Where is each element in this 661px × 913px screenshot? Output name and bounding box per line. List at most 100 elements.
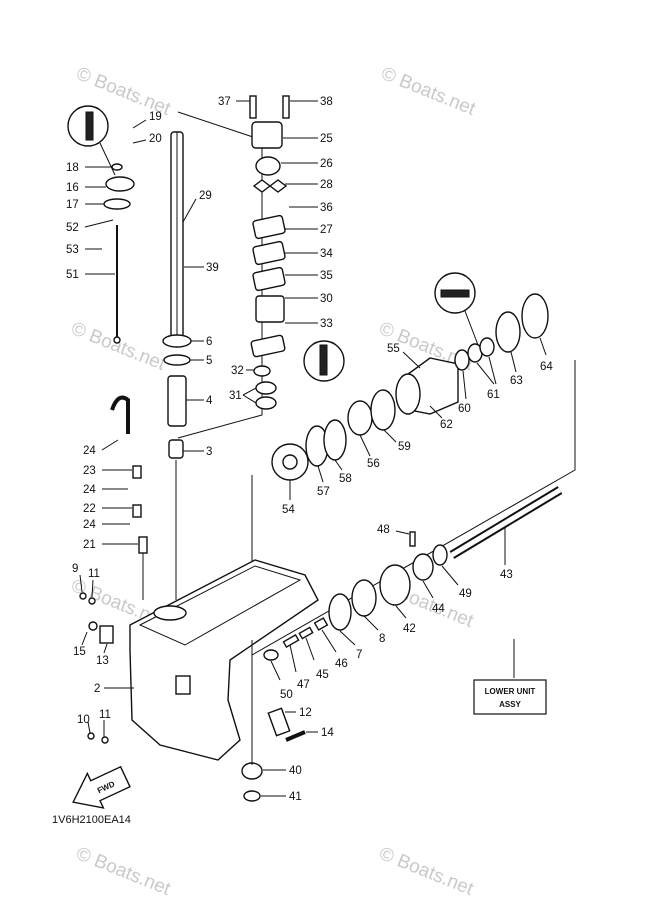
callout-11a: 11 (88, 568, 100, 580)
callout-35: 35 (320, 270, 333, 282)
callout-33: 33 (320, 318, 333, 330)
impeller-28 (252, 179, 288, 193)
callout-57: 57 (317, 486, 330, 498)
callout-44: 44 (432, 603, 445, 615)
callout-9: 9 (72, 563, 78, 575)
clutch-44 (412, 553, 434, 581)
callout-8: 8 (379, 633, 385, 645)
bolt-14 (285, 730, 306, 742)
callout-24c: 24 (83, 519, 96, 531)
bearing-60 (454, 349, 470, 371)
washer-11b (101, 736, 109, 744)
shift-rod-end (113, 336, 121, 344)
callout-58: 58 (339, 473, 352, 485)
pump-base-30 (255, 295, 285, 323)
callout-62: 62 (440, 419, 453, 431)
nut-41 (243, 790, 261, 802)
grease-tube-right (440, 289, 470, 298)
bolt-37 (249, 95, 257, 119)
callout-40: 40 (289, 765, 302, 777)
bearing-8 (351, 579, 377, 617)
callout-18: 18 (66, 162, 79, 174)
gear-42 (379, 564, 411, 606)
pinion-40 (241, 762, 263, 780)
callout-24a: 24 (83, 445, 96, 457)
screw-15 (88, 621, 98, 631)
callout-7: 7 (356, 649, 362, 661)
callout-46: 46 (335, 658, 348, 670)
seal-5 (163, 354, 191, 366)
callout-13: 13 (96, 655, 109, 667)
oring-32 (253, 365, 271, 377)
pump-group-bracket (177, 111, 263, 439)
callout-52: 52 (66, 222, 79, 234)
assembly-box-line2: ASSY (499, 700, 521, 709)
callout-41: 41 (289, 791, 302, 803)
callout-59: 59 (398, 441, 411, 453)
fwd-arrow (72, 765, 131, 809)
callout-21: 21 (83, 539, 96, 551)
cover-12 (267, 707, 291, 737)
grease-tube-center (319, 344, 328, 376)
housing-plate (175, 675, 191, 695)
assembly-box-line1: LOWER UNIT (485, 687, 536, 696)
spring-46 (313, 617, 329, 631)
fitting-21 (138, 536, 148, 554)
callout-11b: 11 (99, 709, 111, 721)
callout-23: 23 (83, 465, 96, 477)
gear-54-hub (282, 454, 298, 470)
callout-55: 55 (387, 343, 400, 355)
callout-50: 50 (280, 689, 293, 701)
parts-drawing (67, 95, 576, 809)
callout-26: 26 (320, 158, 333, 170)
assembly-box: LOWER UNIT ASSY (473, 679, 547, 715)
washer-50 (263, 649, 279, 661)
callout-29: 29 (199, 190, 212, 202)
spring-49 (432, 544, 448, 566)
callout-47: 47 (297, 679, 310, 691)
callout-6: 6 (206, 336, 212, 348)
callout-10: 10 (77, 714, 90, 726)
grommet-23 (132, 465, 142, 479)
callout-60: 60 (458, 403, 471, 415)
callout-22: 22 (83, 503, 96, 515)
bearing-56 (347, 400, 373, 436)
callout-30: 30 (320, 293, 333, 305)
callout-53: 53 (66, 244, 79, 256)
bushing-64 (521, 293, 549, 339)
callout-17: 17 (66, 199, 79, 211)
insert-26 (255, 156, 281, 176)
shim-58 (323, 419, 347, 461)
callout-36: 36 (320, 202, 333, 214)
shift-lever-16 (105, 176, 135, 192)
callout-2: 2 (94, 683, 100, 695)
watermark-8: © Boats.net (376, 843, 477, 900)
callout-51: 51 (66, 269, 79, 281)
callout-31: 31 (229, 390, 242, 402)
callout-19: 19 (149, 111, 162, 123)
callout-15: 15 (73, 646, 86, 658)
watermark-2: © Boats.net (378, 63, 479, 120)
seal-31a (255, 381, 277, 395)
seal-61b (479, 337, 495, 357)
bearing-6 (162, 334, 192, 348)
grease-leader-left (99, 142, 116, 176)
oring-17 (103, 198, 131, 210)
housing-bore (153, 605, 187, 621)
callout-43: 43 (500, 569, 513, 581)
callout-61: 61 (487, 389, 500, 401)
oring-63 (495, 311, 521, 353)
callout-25: 25 (320, 133, 333, 145)
gasket-27 (252, 214, 286, 240)
prop-shaft-core (450, 487, 562, 558)
callout-54: 54 (282, 504, 295, 516)
plunger-45 (298, 626, 314, 640)
gasket-35 (252, 266, 286, 292)
callout-27: 27 (320, 224, 333, 236)
callout-64: 64 (540, 361, 553, 373)
callout-48: 48 (377, 524, 390, 536)
callout-24b: 24 (83, 484, 96, 496)
callout-labels: 37 38 19 20 25 18 26 16 28 29 17 36 52 2… (66, 96, 553, 803)
callout-45: 45 (316, 669, 329, 681)
